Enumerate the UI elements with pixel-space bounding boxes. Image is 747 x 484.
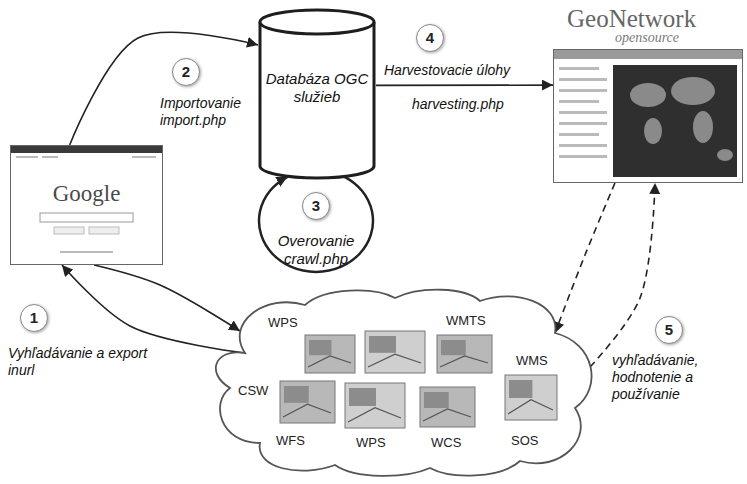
service-name: WMTS <box>445 313 487 329</box>
page-line <box>132 156 156 158</box>
panel-line <box>559 122 607 125</box>
thumbnail-patch <box>424 392 449 408</box>
flow-arrow <box>70 32 258 145</box>
service-name: WFS <box>275 433 306 449</box>
panel-line <box>559 67 599 70</box>
thumbnail-road <box>508 400 553 414</box>
panel-line <box>559 100 599 103</box>
step-label: Vyhľadávanie a export inurl <box>8 345 168 379</box>
thumbnail-patch <box>309 340 332 355</box>
page-line <box>60 251 113 253</box>
flow-arrow <box>62 265 245 353</box>
service-name: WPS <box>267 315 299 331</box>
services-cloud: WPS WMTS CSW WMS WPS WCS WFS SOS <box>205 283 603 481</box>
map-thumbnail <box>280 381 335 423</box>
thumbnail-frame <box>305 335 355 373</box>
flow-arrow <box>94 265 240 331</box>
map-area <box>613 65 737 177</box>
thumbnail-road <box>368 354 421 367</box>
step-label: Harvestovacie úlohy <box>384 62 554 79</box>
callout-number: 5 <box>655 316 683 344</box>
map-land <box>630 83 666 107</box>
panel-line <box>559 89 607 92</box>
step-label: vyhľadávanie, hodnotenie a používanie <box>612 352 742 403</box>
panel-line <box>559 144 607 147</box>
thumbnail-patch <box>509 380 532 398</box>
map-land <box>717 149 733 161</box>
screenshot-frame <box>554 50 743 183</box>
thumbnail-frame <box>437 335 492 373</box>
thumbnail-road <box>348 408 401 422</box>
catalog-screenshot: GeoNetworkopensource <box>553 5 743 183</box>
step-label: Importovanie import.php <box>160 95 257 129</box>
database-label: Databáza OGC služieb <box>264 70 370 106</box>
thumbnail-patch <box>441 340 466 355</box>
logo-subtext: opensource <box>615 30 679 46</box>
loop-outline <box>259 177 373 272</box>
map-thumbnail <box>345 383 405 428</box>
loop-label: Overovanie crawl.php <box>261 232 371 268</box>
database-cylinder: Databáza OGC služieb <box>258 8 376 180</box>
logo-text: GeoNetwork <box>567 5 696 33</box>
search-engine-screenshot: Google <box>10 145 163 265</box>
service-name: WMS <box>515 353 549 369</box>
thumbnail-frame <box>280 381 335 423</box>
cloud-outline <box>216 290 592 476</box>
map-thumbnail <box>305 335 355 373</box>
search-button <box>89 227 119 234</box>
panel-line <box>559 155 607 158</box>
thumbnail-frame <box>505 375 557 420</box>
cylinder-body <box>260 22 374 178</box>
step-label: harvesting.php <box>412 96 532 113</box>
service-name: WPS <box>355 435 387 451</box>
panel-line <box>559 78 607 81</box>
thumbnail-road <box>440 356 488 367</box>
logo-text: Google <box>10 181 163 207</box>
map-thumbnail <box>420 387 475 427</box>
thumbnail-patch <box>369 336 396 353</box>
thumbnail-frame <box>365 331 425 373</box>
map-land <box>671 77 715 105</box>
window-frame <box>11 146 163 265</box>
service-name: SOS <box>510 433 539 449</box>
map-thumbnail <box>365 331 425 373</box>
search-button <box>54 227 84 234</box>
panel-line <box>559 111 607 114</box>
cylinder-top <box>260 10 374 34</box>
dashed-arrow <box>555 183 615 333</box>
map-land <box>644 118 662 144</box>
search-box <box>40 213 133 222</box>
thumbnail-road <box>283 404 331 417</box>
callout-number: 3 <box>302 192 330 220</box>
service-name: CSW <box>237 383 269 399</box>
window-bar <box>11 146 162 153</box>
dashed-arrow <box>590 183 655 367</box>
callout-number: 1 <box>20 304 48 332</box>
screenshot-header <box>554 50 742 59</box>
service-name: WCS <box>430 435 462 451</box>
thumbnail-frame <box>420 387 475 427</box>
map-thumbnail <box>505 375 557 420</box>
page-line <box>42 156 58 158</box>
map-thumbnail <box>437 335 492 373</box>
panel-line <box>559 133 599 136</box>
thumbnail-frame <box>345 383 405 428</box>
callout-number: 2 <box>172 58 200 86</box>
page-line <box>16 156 38 158</box>
thumbnail-road <box>423 409 471 421</box>
flow-arrow <box>376 84 553 86</box>
thumbnail-road <box>308 356 351 367</box>
callout-number: 4 <box>416 24 444 52</box>
loop-ellipse: Overovanie crawl.php <box>257 168 375 272</box>
map-land <box>693 111 713 143</box>
thumbnail-patch <box>349 388 376 406</box>
thumbnail-patch <box>284 386 309 403</box>
services-cloud-outline <box>205 283 603 481</box>
